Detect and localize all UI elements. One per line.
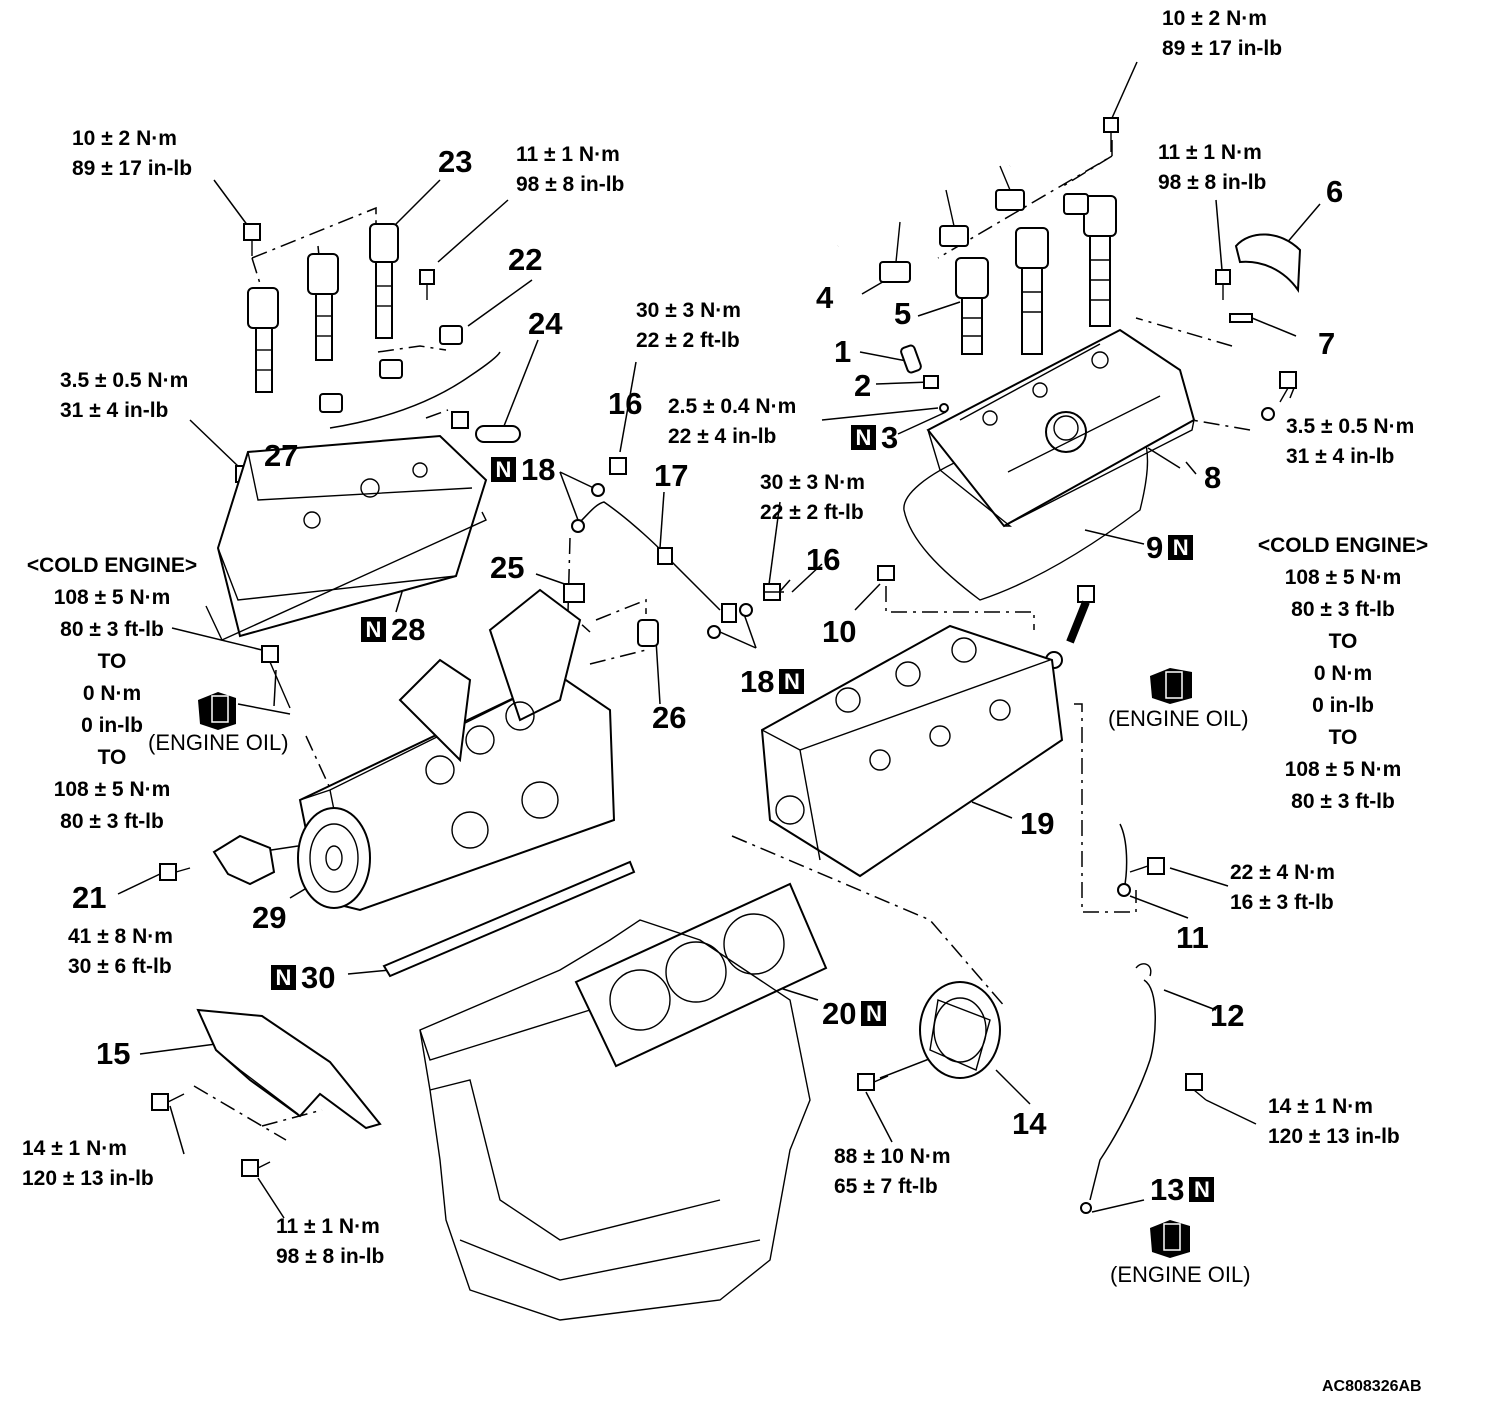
- replace-badge: N: [491, 457, 516, 482]
- engine-oil-note-left: (ENGINE OIL): [148, 730, 289, 755]
- part-number-26: 26: [652, 700, 687, 735]
- part-number-12: 12: [1210, 998, 1245, 1033]
- part-number-15: 15: [96, 1036, 131, 1071]
- part-number-25: 25: [490, 550, 525, 585]
- oil-pipe: [571, 483, 753, 639]
- sprocket-left: [212, 807, 371, 909]
- replace-badge: N: [861, 1001, 887, 1026]
- part-number-27: 27: [264, 438, 299, 473]
- cylinder-block: [419, 919, 811, 1321]
- part-number-11: 11: [1176, 920, 1209, 955]
- cylinder-head-right: [760, 624, 1064, 878]
- part-number-14: 14: [1012, 1106, 1047, 1141]
- part-number-17: 17: [654, 458, 689, 493]
- replace-badge: N: [1168, 535, 1194, 560]
- part-number-4: 4: [816, 280, 834, 315]
- head-gaskets: [382, 860, 828, 1068]
- replace-badge: N: [851, 425, 876, 450]
- wiring-harness-left: [319, 325, 521, 443]
- part-number-22: 22: [508, 242, 543, 277]
- ignition-coils-right: [955, 195, 1117, 355]
- replace-badge: N: [361, 617, 386, 642]
- engine-oil-note-bottom: (ENGINE OIL): [1110, 1262, 1251, 1287]
- part-number-21: 21: [72, 880, 107, 915]
- timing-cover-rear: [196, 1008, 382, 1130]
- replace-badge: N: [779, 669, 805, 694]
- cylinder-head-left: [298, 583, 659, 912]
- part-number-6: 6: [1326, 174, 1344, 209]
- part-number-2: 2: [854, 368, 872, 403]
- part-number-16b: 16: [806, 542, 841, 577]
- engine-oil-note-right: (ENGINE OIL): [1108, 706, 1249, 731]
- figure-code: AC808326AB: [1322, 1378, 1422, 1395]
- dipstick-tube: [1080, 963, 1156, 1214]
- part-number-5: 5: [894, 296, 912, 331]
- rocker-cover-left: [205, 434, 488, 641]
- replace-badge: N: [271, 965, 296, 990]
- replace-badge: N: [1189, 1177, 1215, 1202]
- wiring-harness-right: [837, 164, 1089, 283]
- small-parts: [877, 233, 1302, 897]
- part-number-24: 24: [528, 306, 563, 341]
- sprocket-right: [919, 981, 1001, 1079]
- alignment-lines: [193, 140, 1251, 1141]
- part-number-8: 8: [1204, 460, 1222, 495]
- part-number-23: 23: [438, 144, 473, 179]
- bolts: [151, 117, 1297, 1177]
- part-number-1: 1: [834, 334, 852, 369]
- part-number-29: 29: [252, 900, 287, 935]
- part-number-16a: 16: [608, 386, 643, 421]
- part-number-19: 19: [1020, 806, 1055, 841]
- part-number-10: 10: [822, 614, 857, 649]
- ignition-coils-left: [247, 223, 399, 393]
- rocker-cover-right: [903, 328, 1196, 601]
- leader-lines: [117, 61, 1321, 1219]
- oil-can-icon: [198, 668, 1192, 1258]
- part-number-7: 7: [1318, 326, 1336, 361]
